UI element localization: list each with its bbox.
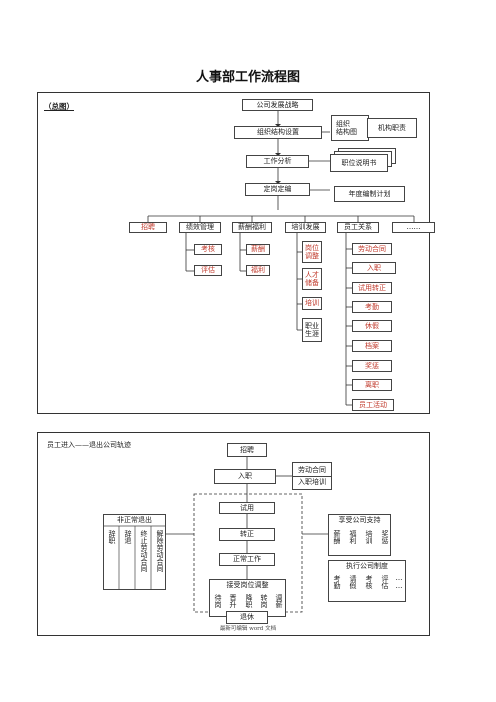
p2-recruit-node: 招聘	[227, 443, 267, 457]
comp-item-welfare: 福利	[246, 265, 270, 276]
rules-item-assess: 考核	[365, 575, 373, 589]
rel-item-leave: 休假	[352, 320, 392, 332]
p2-onboard-node: 入职	[214, 469, 276, 484]
staffing-node: 定岗定编	[245, 183, 310, 196]
abnormal-item-resign: 辞职	[108, 530, 116, 544]
p2-onboard-side-training: 入职培训	[298, 477, 326, 486]
overview-panel	[37, 92, 430, 414]
rel-item-probation: 试用转正	[352, 282, 392, 294]
abnormal-item-dissolve: 解除劳动合同	[156, 530, 164, 572]
support-item-training: 培训	[365, 530, 373, 544]
footer-note: 最新可编辑 word 文档	[219, 626, 277, 632]
strategy-node: 公司发展战略	[242, 99, 313, 111]
train-item-reserve: 人才 储备	[302, 268, 322, 290]
p2-onboard-side-contract: 劳动合同	[293, 465, 331, 477]
overview-label: （总图）	[44, 102, 74, 111]
train-item-training: 培训	[302, 297, 322, 310]
train-item-transfer: 岗位 调整	[302, 241, 322, 263]
annual-plan-doc: 年度编制计划	[334, 186, 405, 202]
rules-title: 执行公司制度	[346, 562, 388, 570]
comp-item-salary: 薪酬	[246, 244, 270, 255]
org-chart-doc: 组织 结构图	[331, 115, 369, 141]
rules-item-leave: 请假	[349, 575, 357, 589]
lifecycle-label: 员工进入——退出公司轨迹	[47, 441, 131, 449]
rel-item-rewards: 奖惩	[352, 360, 392, 372]
adjust-item-demote: 降职	[245, 594, 253, 608]
train-item-career-label: 职业 生涯	[305, 321, 319, 338]
adjust-item-standby: 待岗	[214, 594, 222, 608]
adjust-title: 接受岗位调整	[226, 581, 269, 589]
rel-item-resign: 离职	[352, 379, 392, 391]
branch-performance: 绩效管理	[179, 222, 221, 233]
org-chart-doc-label: 组织 结构图	[336, 119, 357, 136]
perf-item-evaluate: 评估	[194, 265, 222, 276]
p2-normal-work-node: 正常工作	[219, 553, 275, 566]
support-box	[328, 514, 391, 556]
p2-onboard-side: 劳动合同 入职培训	[292, 462, 332, 490]
lifecycle-panel	[37, 432, 430, 636]
adjust-item-promote: 晋升	[229, 594, 237, 608]
support-item-welfare: 福利	[349, 530, 357, 544]
job-desc-doc: 职位说明书	[330, 154, 388, 172]
rules-item-evaluate: 评估	[381, 575, 389, 589]
job-analysis-node: 工作分析	[246, 155, 309, 168]
branch-relations: 员工关系	[337, 222, 379, 233]
branch-recruit: 招聘	[129, 222, 167, 233]
branch-more: ……	[392, 222, 435, 233]
branch-training: 培训发展	[285, 222, 326, 233]
branch-compensation: 薪酬福利	[232, 222, 272, 233]
rules-item-attendance: 考勤	[333, 575, 341, 589]
support-title: 享受公司支持	[338, 516, 381, 524]
p2-retire-node: 退休	[226, 611, 268, 624]
p2-regularize-node: 转正	[219, 528, 275, 541]
train-item-career: 职业 生涯	[302, 318, 322, 342]
rel-item-attendance: 考勤	[352, 301, 392, 313]
adjust-item-transfer: 转岗	[260, 594, 268, 608]
rules-box	[328, 560, 406, 602]
abnormal-exit-title: 非正常退出	[117, 516, 152, 524]
org-setup-node: 组织结构设置	[234, 126, 322, 139]
abnormal-item-dismiss: 辞退	[124, 530, 132, 544]
adjust-box	[209, 579, 286, 617]
org-duties-doc: 机构职责	[367, 118, 417, 138]
page-title: 人事部工作流程图	[195, 70, 300, 85]
rel-item-onboard: 入职	[352, 262, 396, 274]
perf-item-assess: 考核	[194, 244, 222, 255]
p2-probation-node: 试用	[219, 502, 275, 514]
rel-item-activities: 员工活动	[352, 399, 394, 411]
adjust-item-raise: 调薪	[275, 594, 283, 608]
abnormal-item-terminate: 终止劳动合同	[140, 530, 148, 572]
rel-item-archive: 档案	[352, 340, 392, 352]
support-item-salary: 薪酬	[333, 530, 341, 544]
abnormal-exit-box	[103, 514, 166, 590]
train-item-reserve-label: 人才 储备	[305, 270, 319, 287]
support-item-rewards: 奖惩	[381, 530, 389, 544]
rel-item-contract: 劳动合同	[352, 243, 392, 255]
train-item-transfer-label: 岗位 调整	[305, 243, 319, 260]
rules-item-more: … …	[395, 574, 403, 590]
